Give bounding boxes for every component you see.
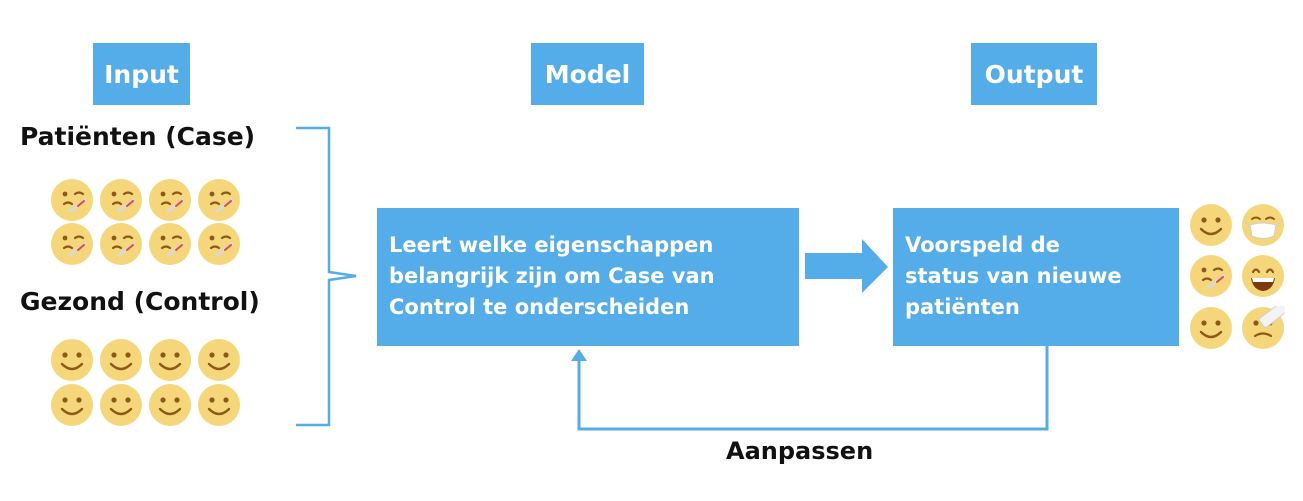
smiling-face-icon (197, 383, 241, 427)
sick-thermometer-face-icon (197, 222, 241, 266)
model-box: Leert welke eigenschappen belangrijk zij… (377, 208, 799, 346)
feedback-loop-line (577, 346, 1049, 431)
model-box-line-2: belangrijk zijn om Case van (389, 264, 715, 288)
input-bracket (296, 126, 357, 427)
sick-thermometer-face-icon (99, 222, 143, 266)
smiling-face-icon (1189, 203, 1233, 247)
sick-thermometer-face-icon (148, 178, 192, 222)
smiling-face-icon (50, 338, 94, 382)
smiling-face-icon (197, 338, 241, 382)
output-box: Voorspeld de status van nieuwe patiënten (893, 208, 1179, 346)
feedback-arrow-head (571, 349, 587, 361)
header-model: Model (531, 43, 644, 105)
sick-thermometer-face-icon (99, 178, 143, 222)
healthy-label: Gezond (Control) (20, 287, 260, 316)
sick-thermometer-face-icon (50, 222, 94, 266)
feedback-label: Aanpassen (726, 437, 874, 465)
model-to-output-arrow (805, 239, 888, 293)
smiling-face-icon (148, 338, 192, 382)
output-box-line-2: status van nieuwe (905, 264, 1122, 288)
grinning-face-icon (1241, 254, 1285, 298)
smiling-face-icon (148, 383, 192, 427)
sick-thermometer-face-icon (197, 178, 241, 222)
output-box-line-3: patiënten (905, 295, 1020, 319)
header-input: Input (93, 43, 190, 105)
output-box-line-1: Voorspeld de (905, 233, 1060, 257)
header-output: Output (971, 43, 1097, 105)
sick-thermometer-face-icon (148, 222, 192, 266)
smiling-face-icon (99, 383, 143, 427)
model-box-line-3: Control te onderscheiden (389, 295, 690, 319)
sick-thermometer-face-icon (1189, 254, 1233, 298)
sick-thermometer-face-icon (50, 178, 94, 222)
smiling-face-icon (1189, 306, 1233, 350)
smiling-face-icon (99, 338, 143, 382)
bandaged-face-icon (1241, 301, 1289, 350)
medical-mask-face-icon (1241, 203, 1285, 247)
patients-label: Patiënten (Case) (20, 122, 256, 151)
smiling-face-icon (50, 383, 94, 427)
model-box-line-1: Leert welke eigenschappen (389, 233, 714, 257)
